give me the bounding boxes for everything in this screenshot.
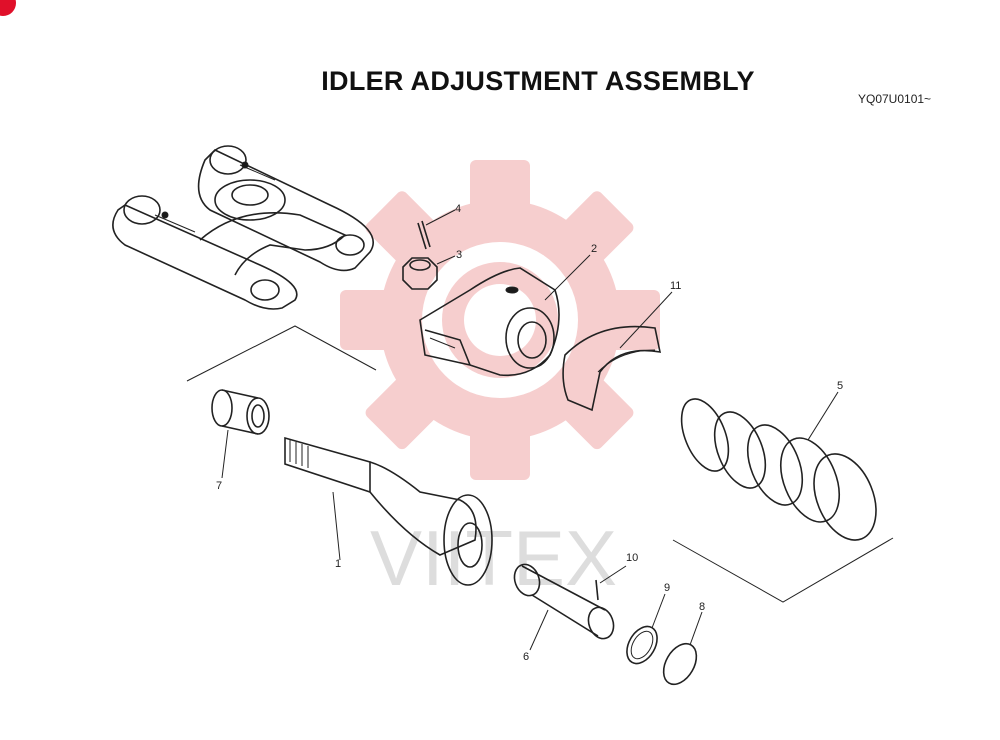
label-part-6: 6 [523, 651, 529, 663]
corner-badge [0, 0, 16, 16]
track-frame-drawing [112, 145, 375, 310]
page-title: IDLER ADJUSTMENT ASSEMBLY [321, 66, 755, 96]
part-small-pin [595, 565, 627, 601]
watermark-gear-logo: VIITEX [340, 160, 660, 602]
label-part-10: 10 [626, 552, 638, 564]
label-part-2: 2 [591, 243, 597, 255]
label-part-5: 5 [837, 380, 843, 392]
label-part-7: 7 [216, 480, 222, 492]
watermark-text: VIITEX [370, 514, 617, 602]
part-cotter-pin [417, 209, 456, 250]
label-part-8: 8 [699, 601, 705, 613]
part-ring-9 [626, 593, 666, 665]
part-nut [402, 255, 456, 290]
part-bushing [211, 389, 270, 479]
label-part-9: 9 [664, 582, 670, 594]
label-part-3: 3 [456, 249, 462, 261]
label-part-4: 4 [455, 203, 461, 215]
bracket-line-left [186, 325, 377, 382]
part-ring-8 [662, 611, 703, 686]
part-shaft [284, 436, 493, 586]
part-cover [562, 291, 673, 412]
part-pin [513, 563, 615, 651]
part-yoke [419, 254, 591, 377]
bracket-line-right [672, 537, 894, 603]
label-part-1: 1 [335, 558, 341, 570]
model-code: YQ07U0101~ [858, 92, 932, 106]
part-number-labels: 4 3 2 11 5 7 1 10 9 8 6 [216, 203, 843, 663]
part-spring [680, 391, 877, 541]
label-part-11: 11 [670, 280, 681, 292]
